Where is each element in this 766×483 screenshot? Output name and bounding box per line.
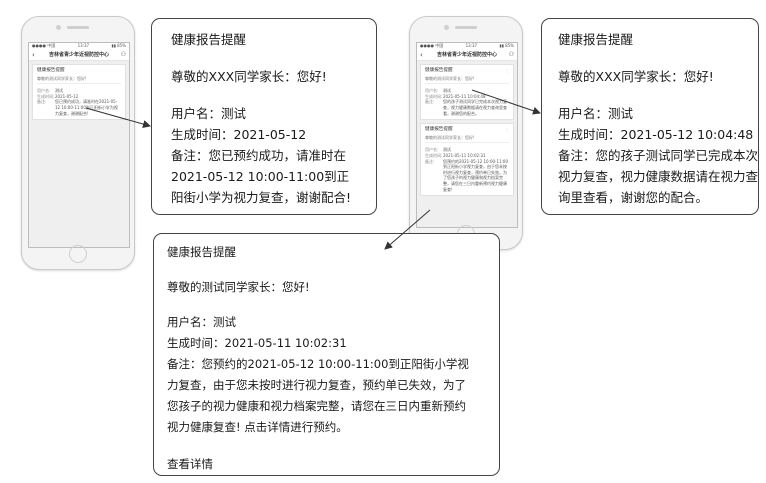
card-note-line: 备注：您已预约成功，请准时在	[171, 148, 347, 163]
arrow-phone2-to-card3	[384, 209, 431, 250]
message-list: 健康报告提醒 尊敬的测试同学家长：您好! 用户名: 测试 生成时间: 2021-…	[29, 61, 129, 247]
arrow-phone1-to-card1	[85, 107, 151, 128]
earpiece	[455, 26, 477, 29]
message-greeting: 尊敬的测试同学家长：您好!	[37, 76, 121, 85]
app-title: 吉林省青少年近视防控中心	[436, 52, 497, 58]
card-user: 用户名：测试	[167, 315, 236, 329]
message-title: 健康报告提醒	[37, 68, 65, 73]
message-title: 健康报告提醒	[425, 127, 453, 133]
card-time: 生成时间：2021-05-12	[171, 127, 307, 142]
more-dots-icon[interactable]: ⋮	[505, 127, 509, 133]
message-row-note: 备注: 您已预约成功，请准时在2021-05-12 10:00-11:00到正阳…	[37, 99, 118, 116]
card-greeting: 尊敬的测试同学家长：您好!	[167, 280, 310, 294]
message-row-note: 备注: 您预约的2021-05-12 10:00-11:00到正阳街小学视力复查…	[425, 158, 509, 192]
arrow-phone2-to-card2	[471, 89, 541, 115]
message-row-user: 用户名: 测试	[37, 88, 63, 94]
message-greeting: 尊敬的测试同学家长：您好!	[425, 76, 509, 85]
battery-label: ▮▮ 85%	[111, 43, 126, 48]
status-time: 13:37	[465, 43, 478, 48]
status-bar: ●●●● 中国 13:37 ▮▮ 85%	[417, 43, 517, 49]
card-note-line: 您孩子的视力健康和视力档案完整，请您在三日内重新预约	[167, 399, 466, 413]
card-title: 健康报告提醒	[167, 245, 236, 259]
message-card[interactable]: ⋮ 健康报告提醒 尊敬的测试同学家长：您好! 用户名: 测试 生成时间: 202…	[420, 123, 514, 197]
message-row-note: 备注: 您的孩子测试同学已完成本次视力复查，视力健康数据请在视力查询里查看，谢谢…	[425, 99, 507, 116]
card-note-line: 备注：您的孩子测试同学已完成本次	[558, 148, 759, 163]
app-header: ‹ 吉林省青少年近视防控中心 ⚇	[29, 49, 129, 61]
message-card[interactable]: ⋮ 健康报告提醒 尊敬的测试同学家长：您好! 用户名: 测试 生成时间: 202…	[420, 64, 514, 121]
message-row-user: 用户名: 测试	[425, 147, 451, 153]
card-note-line: 询里查看，谢谢您的配合。	[558, 190, 709, 205]
phone-mockup-1: ●●●● 中国 13:37 ▮▮ 85% ‹ 吉林省青少年近视防控中心 ⚇ 健康…	[21, 16, 135, 270]
message-detail-card-2: 健康报告提醒 尊敬的XXX同学家长：您好! 用户名：测试 生成时间：2021-0…	[541, 18, 759, 215]
status-bar: ●●●● 中国 13:37 ▮▮ 85%	[29, 43, 129, 49]
message-card[interactable]: 健康报告提醒 尊敬的测试同学家长：您好! 用户名: 测试 生成时间: 2021-…	[32, 64, 126, 121]
back-arrow-icon[interactable]: ‹	[420, 50, 423, 59]
app-title: 吉林省青少年近视防控中心	[48, 52, 109, 58]
card-note-line: 力复查，由于您未按时进行视力复查，预约单已失效，为了	[167, 378, 466, 392]
card-note-line: 视力健康复查! 点击详情进行预约。	[167, 420, 348, 434]
phone-screen-2: ●●●● 中国 13:37 ▮▮ 85% ‹ 吉林省青少年近视防控中心 ⚇ ⋮ …	[416, 42, 518, 228]
battery-label: ▮▮ 85%	[499, 43, 514, 48]
card-greeting: 尊敬的XXX同学家长：您好!	[171, 69, 327, 84]
carrier-label: ●●●● 中国	[32, 43, 56, 48]
user-icon[interactable]: ⚇	[508, 51, 514, 58]
carrier-label: ●●●● 中国	[420, 43, 444, 48]
app-header: ‹ 吉林省青少年近视防控中心 ⚇	[417, 49, 517, 61]
card-greeting: 尊敬的XXX同学家长：您好!	[558, 69, 714, 84]
message-row-time: 生成时间: 2021-05-11 10:04:48	[425, 93, 486, 99]
message-row-time: 生成时间: 2021-05-12	[37, 93, 79, 99]
camera-dot	[56, 25, 61, 30]
message-title: 健康报告提醒	[425, 68, 453, 73]
card-user: 用户名：测试	[558, 106, 634, 121]
more-dots-icon[interactable]: ⋮	[505, 68, 509, 73]
card-note-line: 2021-05-12 10:00-11:00到正	[171, 169, 350, 184]
message-row-user: 用户名: 测试	[425, 88, 451, 94]
message-list: ⋮ 健康报告提醒 尊敬的测试同学家长：您好! 用户名: 测试 生成时间: 202…	[417, 61, 517, 227]
camera-dot	[444, 25, 449, 30]
card-time: 生成时间：2021-05-11 10:02:31	[167, 336, 347, 350]
card-note-line: 视力复查，视力健康数据请在视力查	[558, 169, 759, 184]
phone-mockup-2: ●●●● 中国 13:37 ▮▮ 85% ‹ 吉林省青少年近视防控中心 ⚇ ⋮ …	[409, 16, 523, 250]
message-row-time: 生成时间: 2021-05-11 10:02:31	[425, 152, 486, 158]
back-arrow-icon[interactable]: ‹	[32, 50, 35, 59]
card-title: 健康报告提醒	[558, 32, 634, 47]
card-title: 健康报告提醒	[171, 32, 247, 47]
card-time: 生成时间：2021-05-12 10:04:48	[558, 127, 754, 142]
user-icon[interactable]: ⚇	[120, 51, 126, 58]
card-user: 用户名：测试	[171, 106, 247, 121]
message-detail-card-3: 健康报告提醒 尊敬的测试同学家长：您好! 用户名：测试 生成时间：2021-05…	[153, 233, 500, 476]
view-details-link[interactable]: 查看详情	[167, 457, 213, 471]
card-note-line: 阳街小学为视力复查，谢谢配合!	[171, 190, 352, 205]
earpiece	[67, 26, 89, 29]
home-button[interactable]	[69, 245, 87, 263]
message-detail-card-1: 健康报告提醒 尊敬的XXX同学家长：您好! 用户名：测试 生成时间：2021-0…	[151, 18, 377, 215]
phone-screen-1: ●●●● 中国 13:37 ▮▮ 85% ‹ 吉林省青少年近视防控中心 ⚇ 健康…	[28, 42, 130, 248]
message-greeting: 尊敬的测试同学家长：您好!	[425, 135, 509, 144]
status-time: 13:37	[77, 43, 90, 48]
card-note-line: 备注：您预约的2021-05-12 10:00-11:00到正阳街小学视	[167, 357, 469, 371]
